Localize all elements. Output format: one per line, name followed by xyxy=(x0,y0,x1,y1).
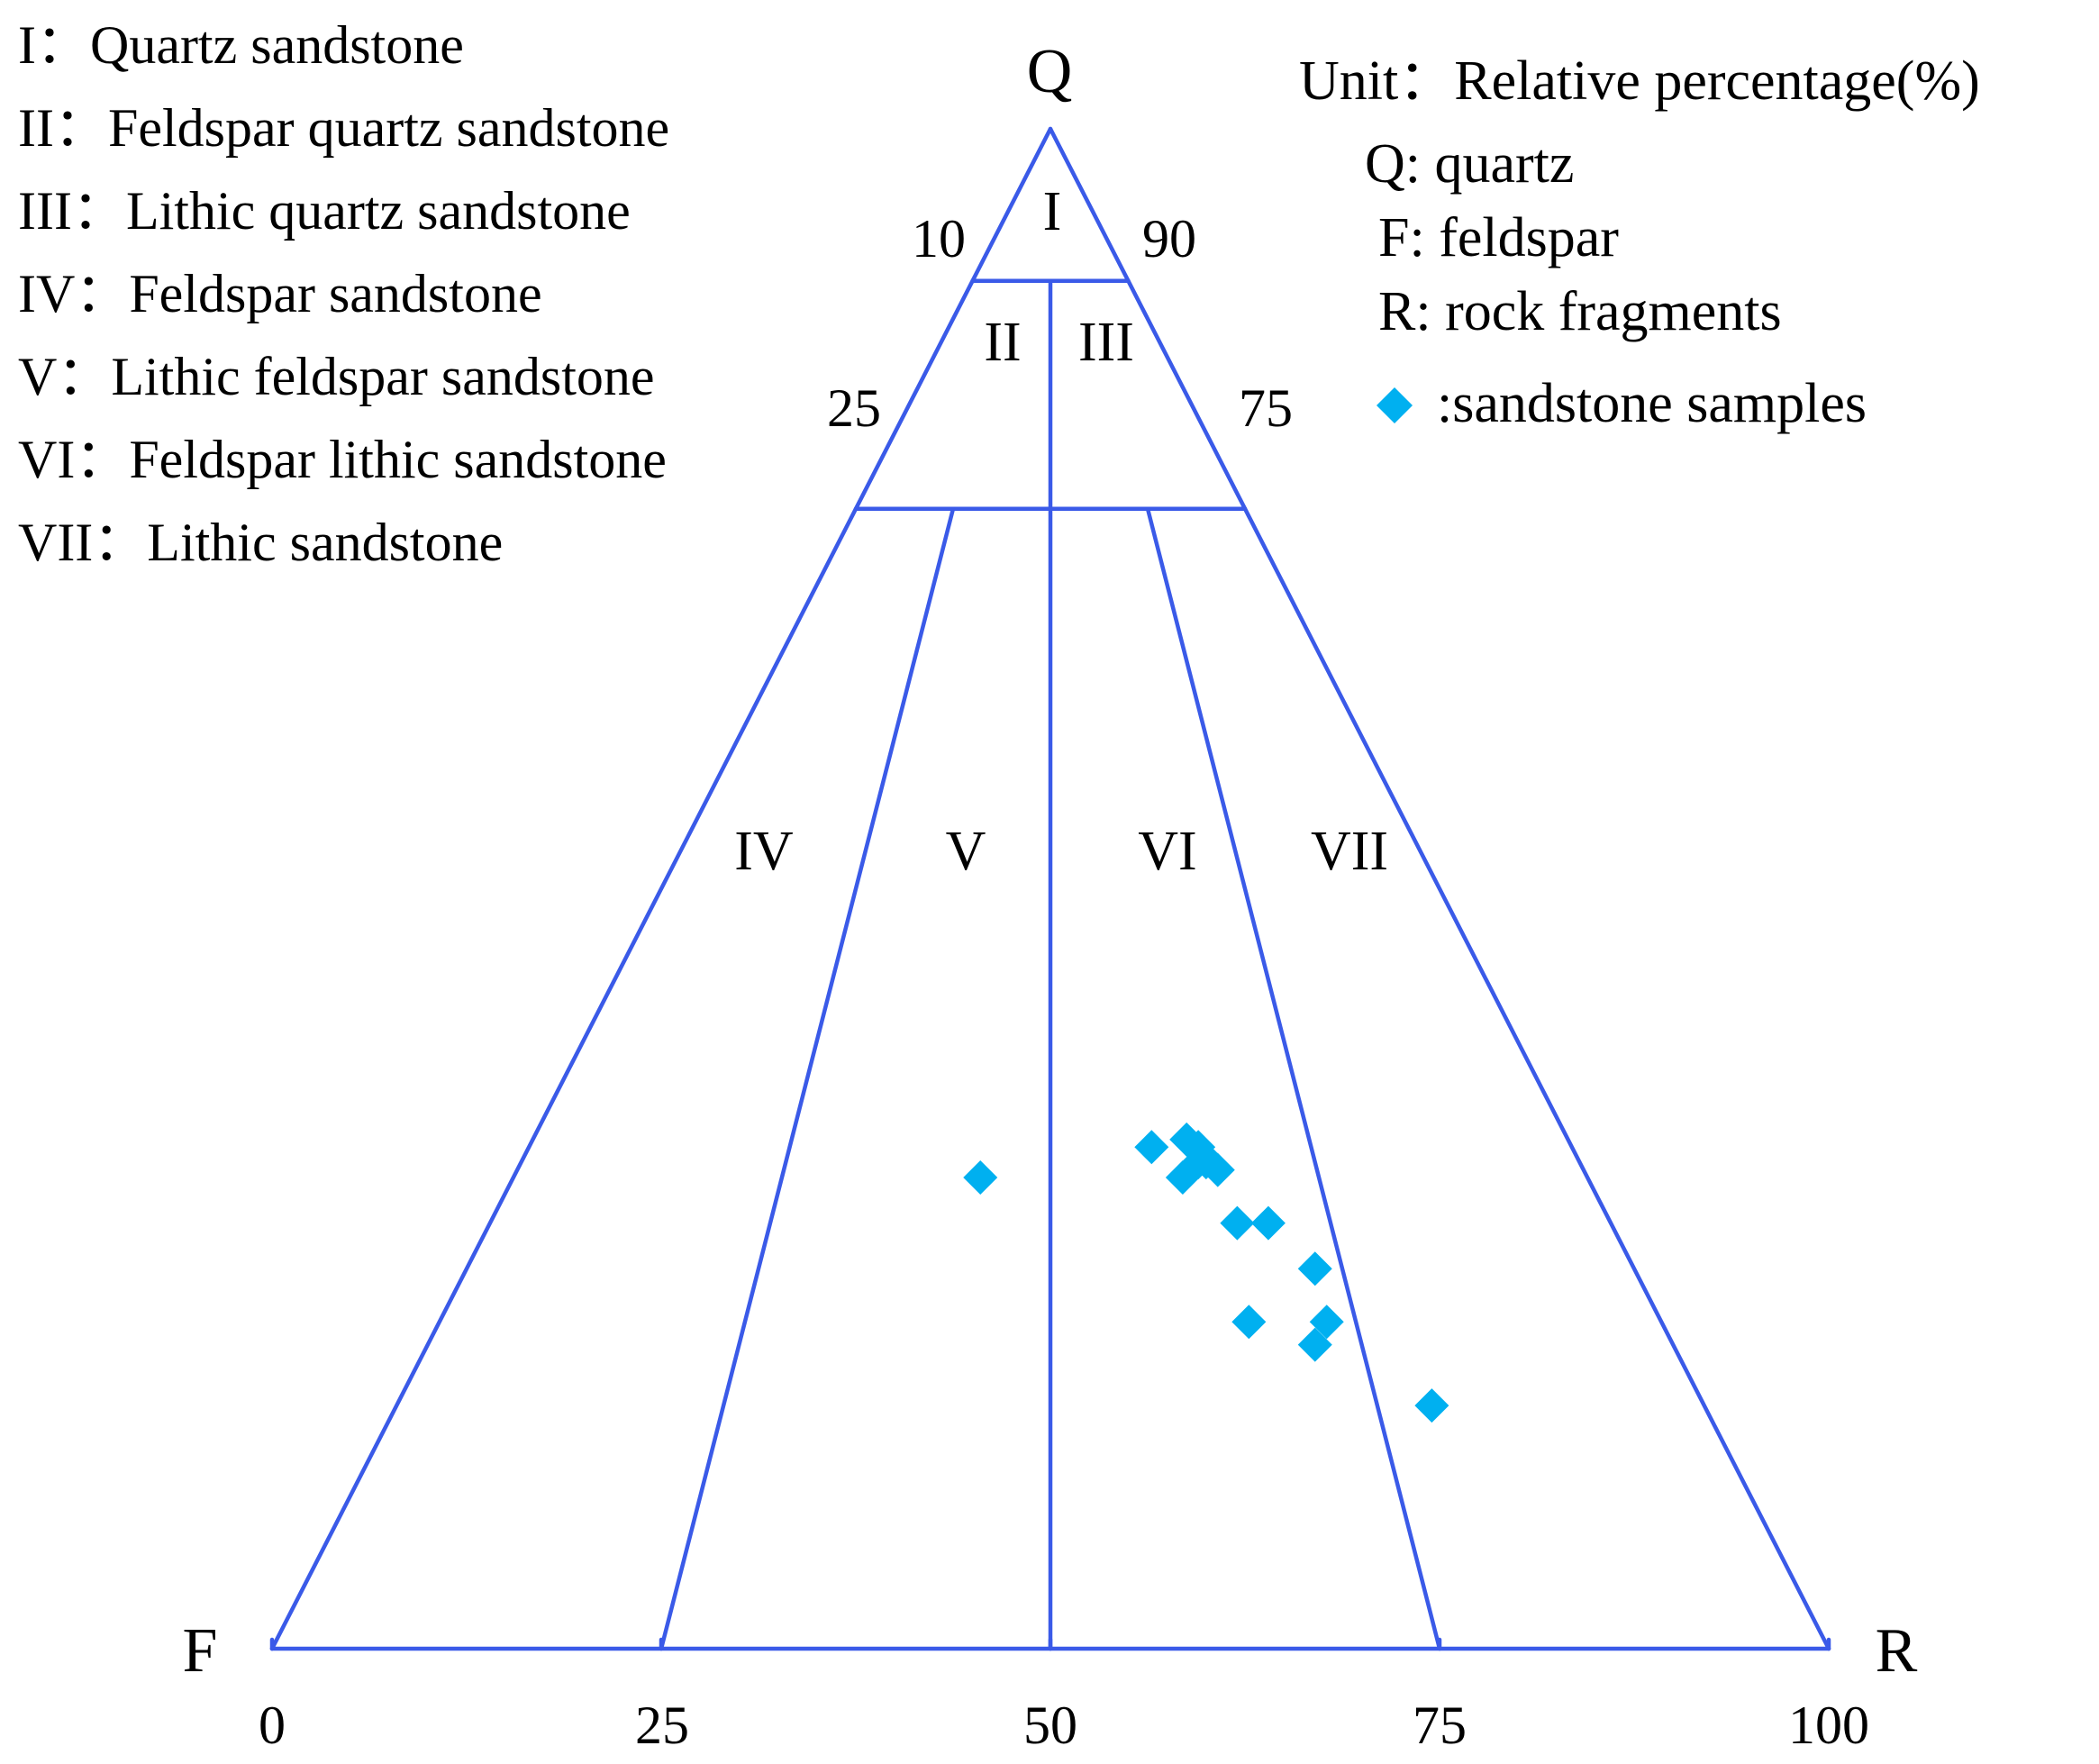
sample-point-11 xyxy=(1250,1205,1286,1241)
sample-point-8 xyxy=(1200,1152,1235,1187)
right-edge-tick-90: 90 xyxy=(1142,209,1196,268)
legend-left: I：Quartz sandstone II：Feldspar quartz sa… xyxy=(18,15,669,572)
legend-item-1: I：Quartz sandstone xyxy=(18,15,464,75)
region-label-v: V xyxy=(946,821,986,882)
region-label-iii: III xyxy=(1078,312,1134,373)
legend-right: Unit：Relative percentage(%) Q: quartz F:… xyxy=(1299,50,1980,434)
base-tick-50: 50 xyxy=(1023,1696,1077,1755)
legend-item-4: IV：Feldspar sandstone xyxy=(18,264,542,323)
base-tick-100: 100 xyxy=(1788,1696,1869,1755)
left-edge-line xyxy=(269,126,1053,1651)
right-edge-line xyxy=(1048,126,1831,1651)
legend-f: F: feldspar xyxy=(1378,207,1619,268)
left-edge-tick-25: 25 xyxy=(827,378,881,438)
sample-points xyxy=(963,1122,1449,1423)
legend-q: Q: quartz xyxy=(1365,133,1574,195)
legend-r: R: rock fragments xyxy=(1378,281,1782,342)
sample-point-10 xyxy=(1220,1205,1255,1241)
sample-point-15 xyxy=(1297,1327,1332,1362)
corner-label-r: R xyxy=(1876,1616,1918,1686)
base-tick-75: 75 xyxy=(1413,1696,1467,1755)
boundary-rf-75 xyxy=(1145,506,1442,1651)
sample-point-13 xyxy=(1231,1305,1267,1340)
corner-label-f: F xyxy=(183,1616,218,1686)
sample-point-16 xyxy=(1414,1388,1449,1423)
sample-point-1 xyxy=(963,1160,998,1196)
legend-item-7: VII：Lithic sandstone xyxy=(18,513,503,572)
legend-samples: :sandstone samples xyxy=(1437,373,1867,434)
legend-item-2: II：Feldspar quartz sandstone xyxy=(18,98,669,158)
sample-point-14 xyxy=(1309,1305,1344,1340)
region-label-iv: IV xyxy=(734,821,794,882)
region-label-vii: VII xyxy=(1311,821,1388,882)
base-tick-25: 25 xyxy=(635,1696,689,1755)
legend-item-3: III：Lithic quartz sandstone xyxy=(18,181,631,241)
legend-item-6: VI：Feldspar lithic sandstone xyxy=(18,430,667,489)
sample-point-9 xyxy=(1165,1160,1200,1196)
legend-sample-marker xyxy=(1377,387,1413,423)
boundary-rf-25 xyxy=(659,506,956,1651)
right-edge-tick-75: 75 xyxy=(1239,378,1293,438)
region-label-vi: VI xyxy=(1138,821,1196,882)
region-label-i: I xyxy=(1043,181,1062,242)
sample-point-2 xyxy=(1134,1130,1169,1165)
sample-point-12 xyxy=(1297,1251,1332,1287)
legend-item-5: V：Lithic feldspar sandstone xyxy=(18,347,655,406)
classification-boundaries xyxy=(659,278,1442,1651)
left-edge-tick-10: 10 xyxy=(912,209,966,268)
corner-label-q: Q xyxy=(1027,37,1073,106)
region-label-ii: II xyxy=(984,312,1021,373)
base-tick-0: 0 xyxy=(259,1696,286,1755)
unit-line: Unit：Relative percentage(%) xyxy=(1299,50,1980,112)
